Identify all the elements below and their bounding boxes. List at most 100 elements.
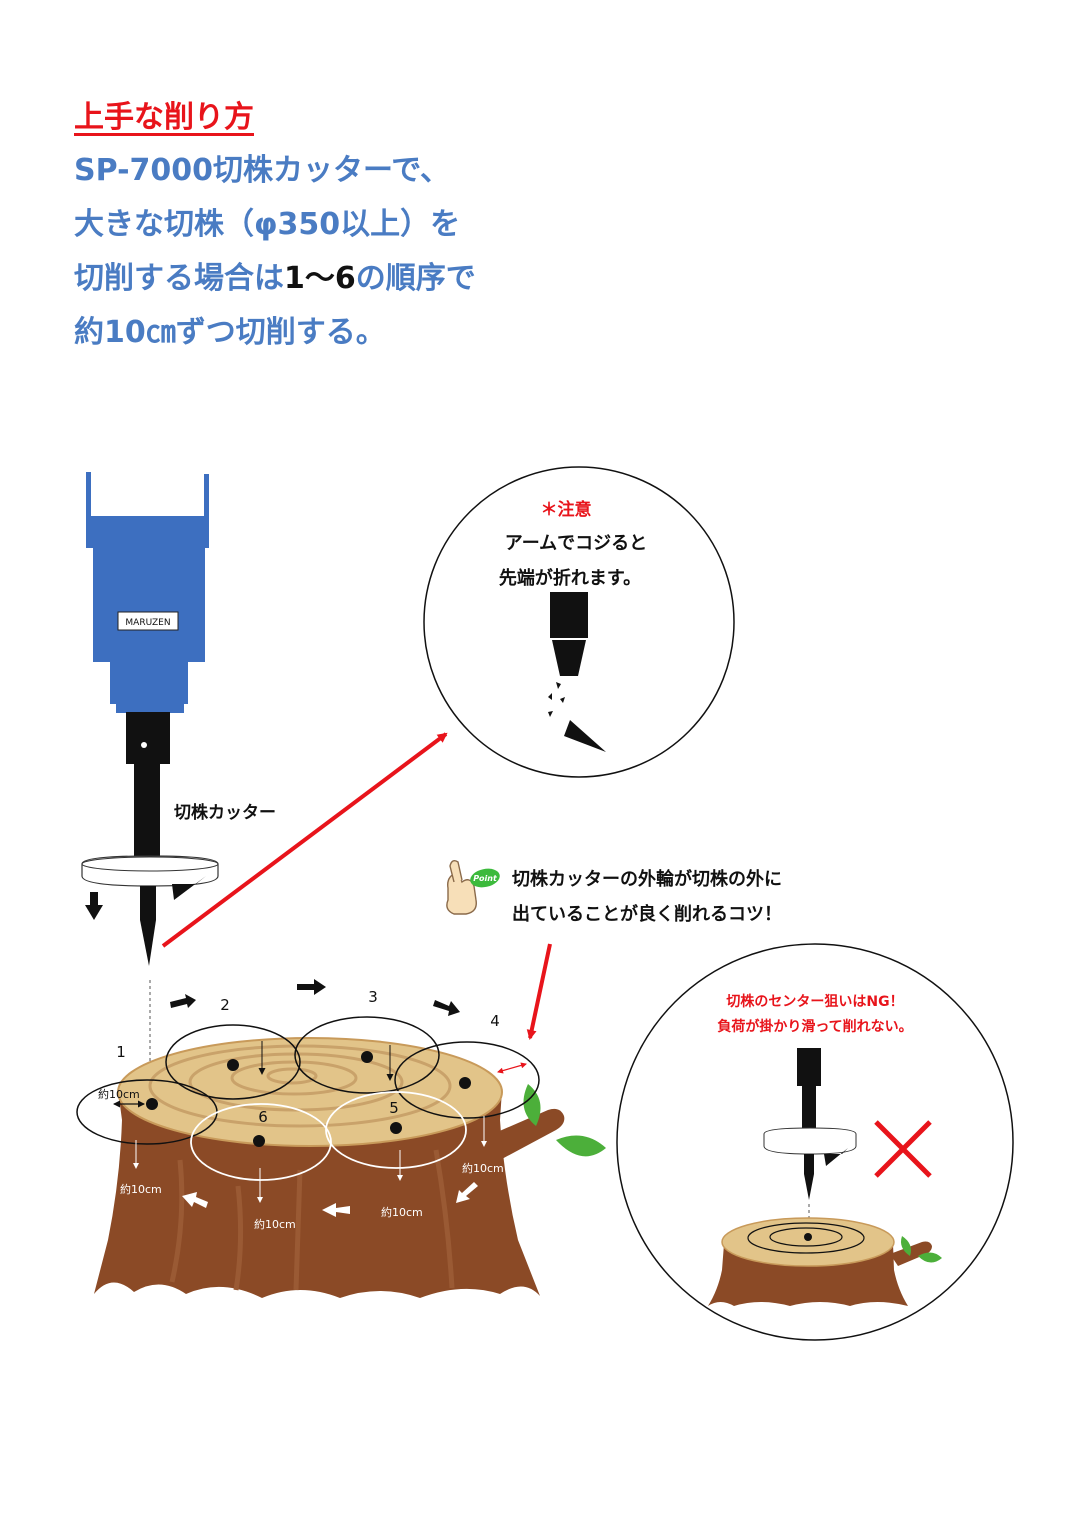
cut-area-4 [394,1041,540,1119]
point-badge-text: Point [473,874,498,883]
order-arrow-4-5 [456,1182,478,1203]
mini-ring-outer [747,1222,865,1254]
caution-pointer-arrow [161,732,448,948]
machine-body [93,546,205,662]
cutter-ring-rim [81,856,219,872]
intro-line-3a: 切削する場合は [74,261,284,296]
ng-line-1: 切株のセンター狙いはNG！ [726,993,903,1010]
machine-chuck [126,712,170,764]
intro-step-range: 1〜6 [284,261,356,296]
point-note: Point 切株カッターの外輪が切株の外に 出ていることが良く削れるコツ！ [446,859,782,1040]
machine-bracket-right [204,474,209,520]
machine-bracket-left [86,472,91,520]
order-arrow-1-2 [170,994,196,1008]
mini-stump-top [721,1217,895,1267]
ng-x-icon [874,1120,932,1178]
cut-point-5 [390,1122,402,1134]
broken-tip-cone [552,640,586,676]
intro-line-2: 大きな切株（φ350以上）を [74,207,461,242]
order-arrow-2-3 [297,979,326,995]
mini-center-dot [804,1233,812,1241]
page-heading: 上手な削り方 [74,100,254,135]
order-arrow-6-end [182,1192,208,1208]
chuck-pin [141,742,147,748]
mini-ring-inner [769,1227,843,1247]
main-stump: 1 2 3 4 5 6 約10cm 約10cm 約10cm 約10cm 約10c… [76,979,606,1298]
mini-leaf-2 [918,1252,942,1263]
ng-tool-ring [763,1127,857,1155]
fragment-4 [548,711,553,717]
fragment-3 [560,697,565,703]
ng-tool-chuck [797,1048,821,1086]
stump-cutter-machine: MARUZEN 切株カッター [81,472,276,1081]
ng-tool-blade [824,1148,848,1166]
machine-lower [110,660,188,704]
cut-area-3 [294,1016,440,1094]
ng-tool-tip-shaft [804,1154,814,1174]
order-arrow-3-4 [433,1000,460,1016]
cut-area-2 [165,1024,301,1100]
point-line-1: 切株カッターの外輪が切株の外に [512,868,782,890]
leaf-1 [523,1084,541,1126]
intro-line-3c: の順序で [355,261,476,296]
cut-point-2 [227,1059,239,1071]
distance-label-4: 約10cm [381,1205,423,1219]
stump-branch [488,1108,565,1160]
ng-callout: 切株のセンター狙いはNG！ 負荷が掛かり滑って削れない。 [616,943,1014,1341]
fragment-2 [548,693,552,700]
step-number-1: 1 [116,1043,126,1061]
cutter-tip-point [140,920,156,966]
ng-tool-tip [804,1174,814,1200]
brand-plate [117,611,179,631]
intro-line-3: 切削する場合は1〜6の順序で [74,252,674,306]
intro-line-1: SP-7000切株カッターで、 [74,153,451,188]
step-number-4: 4 [490,1012,500,1030]
point-line-2: 出ていることが良く削れるコツ！ [512,903,782,925]
machine-label: 切株カッター [174,802,276,823]
cut-point-6 [253,1135,265,1147]
thumbs-up-icon [446,859,477,915]
broken-tip-shaft [550,592,588,638]
step-number-6: 6 [258,1108,268,1126]
machine-top [86,516,209,548]
order-arrow-5-6 [322,1203,350,1217]
ring-1 [148,1044,452,1128]
stump-bark [94,1090,540,1298]
mini-leaf-1 [901,1236,911,1256]
drive-shaft [134,764,160,860]
caution-callout: ＊注意 アームでコジると 先端が折れます。 [423,466,735,778]
broken-tip-piece [564,720,606,752]
step-number-5: 5 [389,1099,399,1117]
intro-line-4: 約10㎝ずつ切削する。 [74,315,386,350]
bark-grain [169,1149,455,1291]
fragment-1 [556,682,561,689]
cutter-tip-shaft [140,886,156,920]
ring-4 [266,1067,318,1085]
cut-point-4 [459,1077,471,1089]
brand-label: MARUZEN [125,618,170,628]
ring-2 [188,1052,404,1112]
ring-3 [230,1060,358,1096]
ng-line-2: 負荷が掛かり滑って削れない。 [717,1018,912,1035]
ng-tool-shaft [802,1086,816,1138]
step-number-2: 2 [220,996,230,1014]
cut-point-1 [146,1098,158,1110]
step-number-3: 3 [368,988,378,1006]
cut-area-5 [325,1091,467,1169]
down-arrow-icon [85,892,103,920]
caution-title: ＊注意 [541,499,592,520]
point-pointer-arrow [526,943,552,1040]
caution-line-1: アームでコジると [505,533,647,554]
mini-stump-branch [890,1241,932,1266]
distance-label-1: 約10cm [98,1087,140,1101]
leaf-2 [556,1135,606,1157]
cut-point-3 [361,1051,373,1063]
caution-line-2: 先端が折れます。 [499,567,641,589]
machine-collar [116,703,184,713]
intro-text: SP-7000切株カッターで、 大きな切株（φ350以上）を 切削する場合は1〜… [74,144,674,360]
distance-label-3: 約10cm [254,1217,296,1231]
cut-area-6 [190,1103,332,1181]
cutter-blade [172,876,206,900]
overhang-arrow [497,1062,527,1074]
